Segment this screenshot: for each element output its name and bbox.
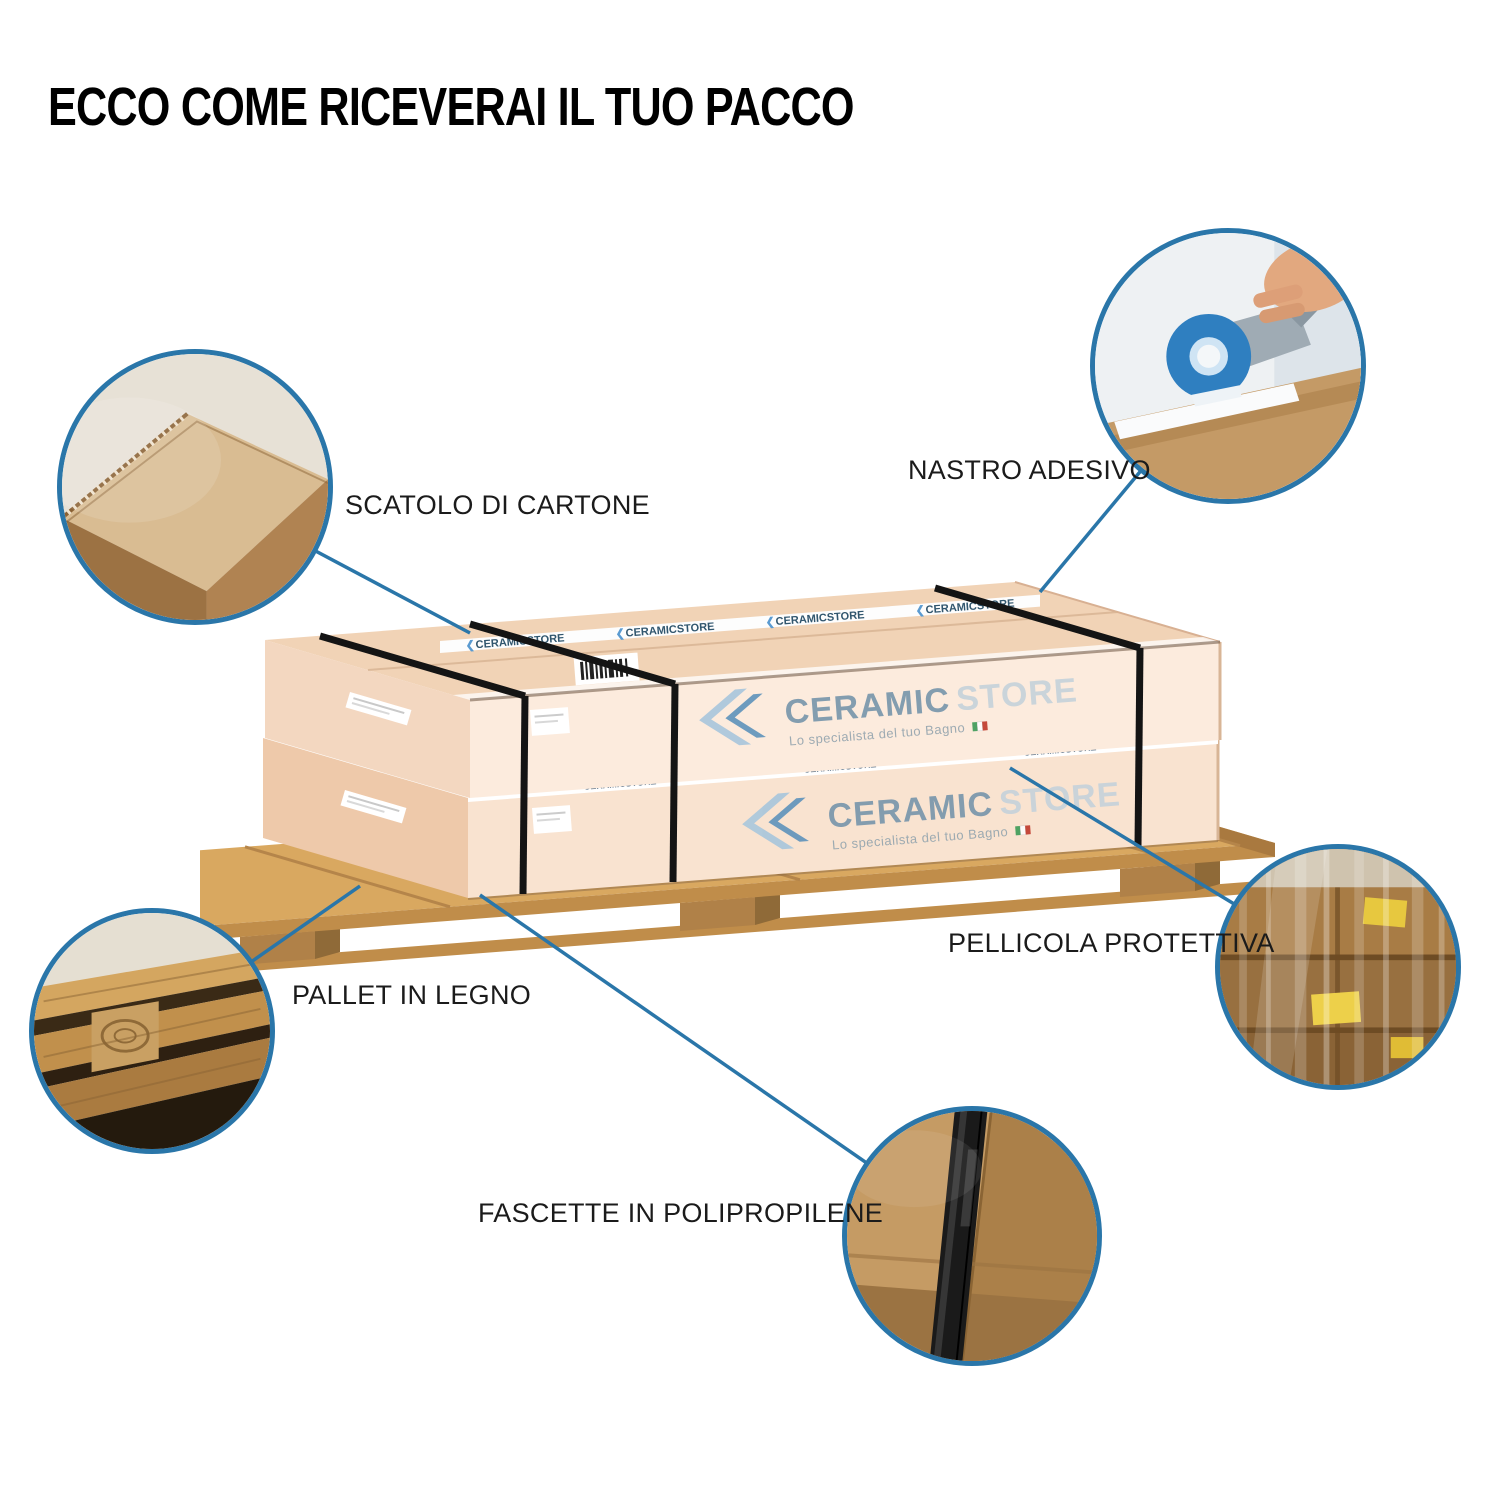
brand-chevron-icon bbox=[742, 792, 795, 850]
tape-dispenser-photo bbox=[1090, 228, 1366, 504]
shipping-label bbox=[532, 805, 572, 834]
chevron-icon: ❮ bbox=[765, 616, 775, 629]
chevron-icon: ❮ bbox=[915, 604, 925, 617]
package-illustration: CERAMIC STORE Lo specialista del tuo Bag… bbox=[200, 581, 1285, 973]
strapping bbox=[319, 584, 1144, 895]
shipping-label bbox=[530, 707, 570, 736]
brand-name-accent: STORE bbox=[955, 671, 1079, 718]
upper-box-front-face bbox=[470, 642, 1220, 798]
callout-label-fascette: FASCETTE IN POLIPROPILENE bbox=[478, 1198, 884, 1228]
brand-chevron-icon bbox=[699, 688, 752, 746]
wooden-pallet-photo bbox=[29, 908, 275, 1154]
callout-label-pellicola: PELLICOLA PROTETTIVA bbox=[948, 928, 1275, 958]
cardboard-photo-art bbox=[62, 354, 328, 620]
lower-box-end-face bbox=[263, 738, 468, 898]
italy-flag-icon bbox=[972, 721, 988, 732]
italy-flag-icon bbox=[1015, 825, 1031, 836]
callout-label-pallet: PALLET IN LEGNO bbox=[292, 980, 532, 1010]
cardboard-photo bbox=[57, 349, 333, 625]
top-front-tape bbox=[453, 637, 1220, 700]
chevron-icon: ❮ bbox=[615, 628, 625, 641]
upper-box-end-face bbox=[265, 640, 470, 798]
upper-box: ❮ CERAMICSTORE ❮ CERAMICSTORE ❮ CERAMICS… bbox=[265, 581, 1222, 798]
chevron-icon: ❮ bbox=[465, 639, 475, 652]
protective-film-photo-art bbox=[1220, 849, 1456, 1085]
shipping-label bbox=[340, 790, 407, 824]
callout-label-nastro: NASTRO ADESIVO bbox=[908, 455, 1151, 485]
strap-photo-art bbox=[847, 1111, 1097, 1361]
callout-label-cartone: SCATOLO DI CARTONE bbox=[345, 490, 650, 520]
brand-chevron-icon bbox=[725, 693, 766, 738]
protective-film-photo bbox=[1215, 844, 1461, 1090]
page-title: ECCO COME RICEVERAI IL TUO PACCO bbox=[48, 77, 854, 138]
tape-dispenser-photo-art bbox=[1095, 233, 1361, 499]
strap-photo bbox=[842, 1106, 1102, 1366]
shipping-label bbox=[345, 692, 412, 726]
wooden-pallet-photo-art bbox=[34, 913, 270, 1149]
brand-chevron-icon bbox=[768, 797, 809, 842]
